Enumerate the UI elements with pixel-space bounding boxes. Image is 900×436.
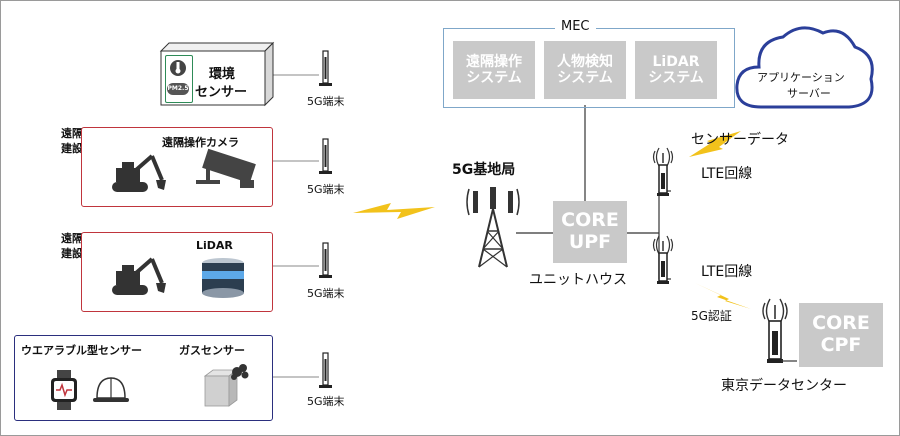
cloud-label-2: サーバー <box>787 87 831 100</box>
terminal-label: 5G端末 <box>307 183 345 196</box>
env-sensor-label-2: センサー <box>195 85 248 100</box>
lightning-icon <box>695 283 751 309</box>
lidar-group: LiDAR <box>81 232 273 312</box>
remote-camera-group: 遠隔操作カメラ <box>81 127 273 207</box>
antenna-icon <box>319 242 332 278</box>
lte-label-2: LTE回線 <box>701 264 753 280</box>
cloud-icon <box>735 26 874 109</box>
terminal-label: 5G端末 <box>307 395 345 408</box>
gas-sensor-title: ガスセンサー <box>179 344 245 357</box>
environment-sensor-box: PM2.5 環境 センサー <box>159 41 275 107</box>
mec-system-person: 人物検知システム <box>544 41 626 99</box>
mec-title: MEC <box>555 19 596 34</box>
server-icon <box>762 298 797 363</box>
terminal-label: 5G端末 <box>307 287 345 300</box>
base-station-tower-icon <box>466 187 520 268</box>
tokyo-datacenter-label: 東京データセンター <box>721 378 847 394</box>
excavator-icon <box>112 257 166 295</box>
server-icon <box>652 235 674 284</box>
unit-house-label: ユニットハウス <box>529 272 627 288</box>
smartwatch-icon <box>51 370 77 410</box>
thermometer-icon <box>170 60 186 76</box>
remote-camera-title: 遠隔操作カメラ <box>162 136 239 149</box>
terminal-label: 5G端末 <box>307 95 345 108</box>
server-icon <box>652 147 674 196</box>
pm25-badge: PM2.5 <box>167 83 189 95</box>
camera-icon <box>196 148 256 188</box>
base-station-label: 5G基地局 <box>452 162 516 178</box>
cloud-label-1: アプリケーション <box>757 71 845 84</box>
auth-label: 5G認証 <box>691 309 732 323</box>
wearable-gas-group: ウエアラブル型センサー ガスセンサー <box>14 335 273 421</box>
gas-sensor-icon <box>203 364 249 407</box>
antenna-icon <box>319 352 332 388</box>
excavator-icon <box>112 154 166 192</box>
lightning-icon <box>689 131 741 157</box>
antenna-icon <box>319 138 332 174</box>
sensor-data-label: センサーデータ <box>691 132 789 148</box>
antenna-icon <box>319 50 332 86</box>
lidar-title: LiDAR <box>196 239 233 252</box>
env-sensor-label-1: 環境 <box>209 67 236 82</box>
lightning-icon <box>353 203 435 219</box>
mec-system-remote: 遠隔操作システム <box>453 41 535 99</box>
helmet-icon <box>93 377 129 402</box>
wearable-title: ウエアラブル型センサー <box>21 344 142 357</box>
lidar-sensor-icon <box>202 258 244 298</box>
lte-label-1: LTE回線 <box>701 166 753 182</box>
